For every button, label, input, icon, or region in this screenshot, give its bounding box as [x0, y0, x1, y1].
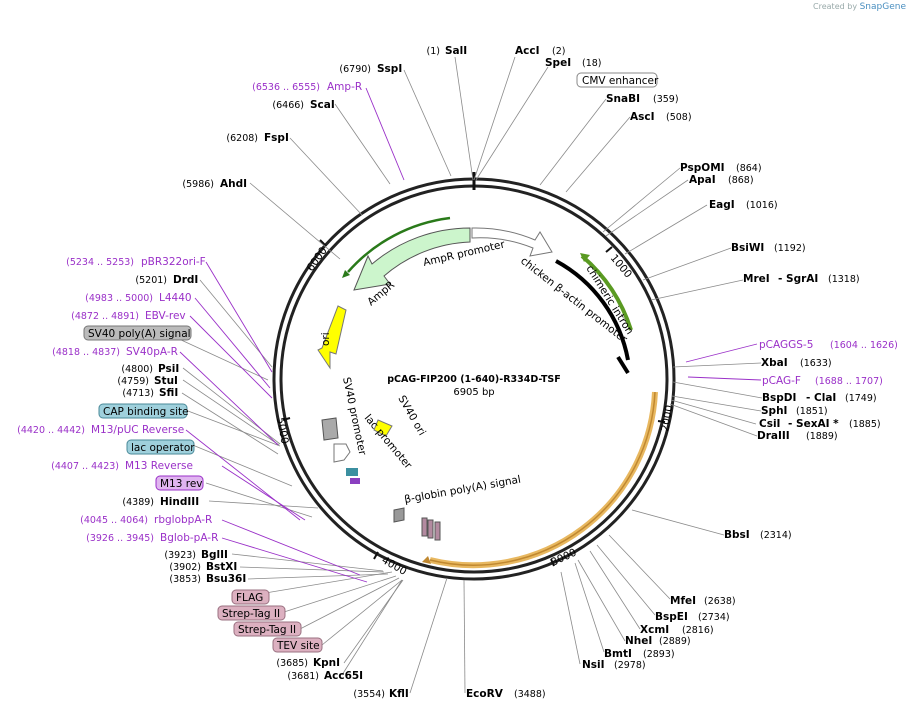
ampr-arrow — [353, 227, 471, 291]
plasmid-name: pCAG-FIP200 (1-640)-R334D-TSF — [387, 374, 561, 385]
tick-2000: 2000 — [659, 404, 675, 432]
plasmid-size: 6905 bp — [453, 387, 494, 398]
credit-prefix: Created by — [813, 2, 858, 11]
primer-lines — [179, 87, 762, 583]
feature-ori: ori — [320, 332, 332, 346]
tick-6000: 6000 — [305, 245, 330, 274]
lacop-box — [346, 468, 358, 476]
m13-box — [350, 478, 360, 484]
credit-brand: SnapGene — [859, 2, 906, 12]
feature-sv40ori: SV40 ori — [395, 394, 428, 438]
amppromoter-arrow — [471, 227, 553, 257]
small-box-1 — [393, 507, 405, 523]
tick-5000: 5000 — [274, 416, 290, 444]
cba-end-bar — [616, 355, 630, 375]
sv40-promoter-box — [321, 417, 339, 441]
globin-polya-arrow — [429, 391, 658, 569]
feature-lacprom: lac promoter — [362, 412, 415, 472]
cba-promoter-arrow — [555, 259, 630, 361]
sv40-ori-box — [373, 419, 393, 437]
snapgene-credit: Created by SnapGene — [813, 2, 906, 12]
globin-polya-inner — [429, 391, 656, 566]
feature-globin: β-globin poly(A) signal — [403, 474, 521, 506]
lac-promoter-arrow — [333, 443, 351, 463]
intron-arrow — [580, 254, 633, 331]
ori-arrow — [317, 305, 347, 370]
ampr-highlight — [347, 216, 451, 273]
tag-boxes — [421, 517, 441, 541]
